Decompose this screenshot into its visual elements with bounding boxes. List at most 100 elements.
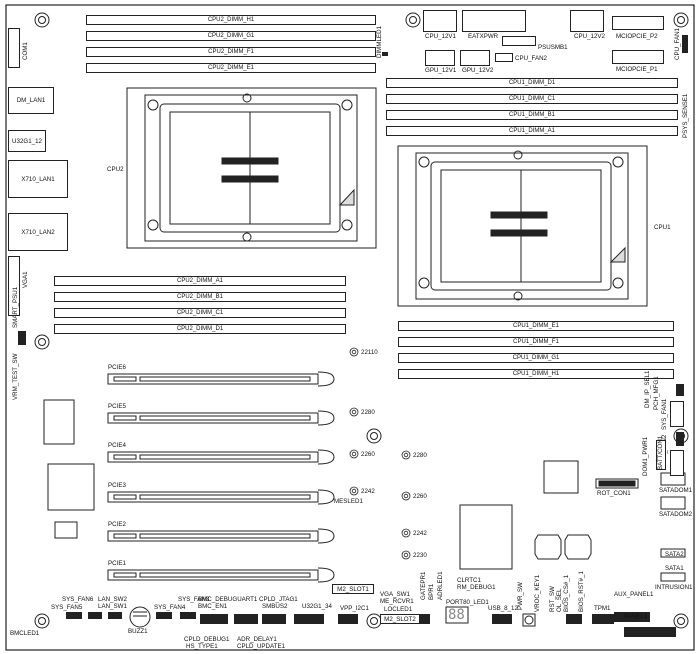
pin-headers xyxy=(18,35,688,637)
standoff-label-2280-b: 2280 xyxy=(413,452,427,459)
vga-port-label: VGA1 xyxy=(22,271,29,288)
bios-rst-label: BIOS_RST#_1 xyxy=(578,571,585,612)
lan-sw1-label: LAN_SW1 xyxy=(98,603,127,610)
rot-con-label: ROT_CON1 xyxy=(597,490,631,497)
dimm-slot-cpu1-f1: CPU1_DIMM_F1 xyxy=(398,337,674,347)
battery-label: BATT/CON1 xyxy=(657,435,664,470)
hs-type-label: HS_TYPE1 xyxy=(186,643,218,650)
cpld-update-label: CPLD_UPDATE1 xyxy=(237,643,286,650)
dimm-slot-cpu2-c1: CPU2_DIMM_C1 xyxy=(54,308,346,318)
bmc-debuguart-label: BMC_DEBUGUART1 xyxy=(198,596,258,603)
dom1-pwr-label: DOM1_PWR1 xyxy=(642,436,649,476)
dimm-slot-cpu2-d1: CPU2_DIMM_D1 xyxy=(54,324,346,334)
standoff-label-2242-a: 2242 xyxy=(361,488,375,495)
vga-sw-label: VGA_SW1 xyxy=(380,591,410,598)
sata2-label: SATA2 xyxy=(665,551,684,558)
dimm-slot-cpu2-b1: CPU2_DIMM_B1 xyxy=(54,292,346,302)
locled-label: LOCLED1 xyxy=(384,606,413,613)
dimm-slot-cpu2-g1: CPU2_DIMM_G1 xyxy=(86,31,376,41)
cpu-12v1-label: CPU_12V1 xyxy=(425,33,456,40)
gpu-12v1-label: GPU_12V1 xyxy=(425,67,457,74)
dimm-led-label: DIMMLED1 xyxy=(376,26,383,58)
mesled-label: MESLED1 xyxy=(334,498,363,505)
sata-connectors xyxy=(595,472,686,582)
ol-sel-label: OL_SEL xyxy=(556,588,563,612)
dimm-slot-cpu1-d1: CPU1_DIMM_D1 xyxy=(386,78,678,88)
rm-debug-label: RM_DEBUG1 xyxy=(457,584,496,591)
pcie5-label: PCIE5 xyxy=(108,403,126,410)
tpm-label: TPM1 xyxy=(594,605,611,612)
intrusion-label: INTRUSION1 xyxy=(655,584,693,591)
port80-display: 88 xyxy=(448,607,465,623)
aux-panel-label: AUX_PANEL1 xyxy=(614,591,654,598)
eatx-power-label: EATXPWR xyxy=(468,33,499,40)
psys-sense-label: PSYS_SENSE1 xyxy=(682,93,689,138)
port80-display-frame xyxy=(445,606,469,624)
usb-8-12-label: USB_8_12 xyxy=(488,605,518,612)
smart-psu-label: SMART_PSU1 xyxy=(12,286,19,328)
pcie6-label: PCIE6 xyxy=(108,364,126,371)
sata1-label: SATA1 xyxy=(665,565,684,572)
mcio-pcie-p1-label: MCIOPCIE_P1 xyxy=(616,66,658,73)
dimm-slot-cpu2-e1: CPU2_DIMM_E1 xyxy=(86,63,376,73)
pcie3-label: PCIE3 xyxy=(108,482,126,489)
psusmb-label: PSUSMB1 xyxy=(538,44,568,51)
satadom1-label: SATADOM1 xyxy=(659,487,693,494)
pcie1-label: PCIE1 xyxy=(108,560,126,567)
m2-standoffs xyxy=(349,347,411,560)
gpu-12v2-connector xyxy=(460,50,490,66)
mcio-pcie-p2-connector xyxy=(612,16,664,30)
dimm-slot-cpu2-f1: CPU2_DIMM_F1 xyxy=(86,47,376,57)
bios-cs-label: BIOS_CS#_1 xyxy=(563,574,570,612)
bpr-label: BPR1 xyxy=(428,583,435,600)
adr-delay-label: ADR_DELAY1 xyxy=(237,636,277,643)
cpu-fan2-label: CPU_FAN2 xyxy=(515,55,547,62)
power-switch-label: PWR_SW xyxy=(517,582,524,610)
m2-slot2-connector: M2_SLOT2 xyxy=(380,614,420,624)
x710-lan2-port: X710_LAN2 xyxy=(8,213,68,251)
power-button-circle xyxy=(524,615,534,625)
dm-ip-sel-label: DM_IP_SEL1 xyxy=(644,370,651,409)
bmc-en-label: BMC_EN1 xyxy=(198,603,228,610)
cpu-12v1-connector xyxy=(423,10,457,32)
dimm-slot-cpu2-a1: CPU2_DIMM_A1 xyxy=(54,276,346,286)
dimm-slot-cpu2-h1: CPU2_DIMM_H1 xyxy=(86,15,376,25)
cpu-fan1-label: CPU_FAN1 xyxy=(674,28,681,60)
adrled-label: ADRLED1 xyxy=(437,571,444,600)
gpu-12v1-connector xyxy=(425,50,455,66)
cpu1-socket xyxy=(397,145,648,307)
standoff-label-22110: 22110 xyxy=(361,349,378,356)
gatepr-label: GATEPR1 xyxy=(420,571,427,600)
pcie2-label: PCIE2 xyxy=(108,521,126,528)
pch-mfg-label: PCH_MFG1 xyxy=(653,376,660,410)
dimm-slot-cpu1-h1: CPU1_DIMM_H1 xyxy=(398,369,674,379)
gpu-12v2-label: GPU_12V2 xyxy=(462,67,494,74)
reset-switch-label: RST_SW xyxy=(549,586,556,612)
mcio-pcie-p2-label: MCIOPCIE_P2 xyxy=(616,33,658,40)
com-port xyxy=(8,28,20,68)
bmcled-label: BMCLED1 xyxy=(10,630,40,637)
eatx-power-connector xyxy=(462,10,526,32)
com-port-label: COM1 xyxy=(22,42,29,60)
dm-lan-port: DM_LAN1 xyxy=(8,87,54,114)
pcie4-label: PCIE4 xyxy=(108,442,126,449)
sys-fan2-connector xyxy=(670,450,684,476)
cpld-debug-label: CPLD_DEBUG1 xyxy=(184,636,230,643)
satadom2-label: SATADOM2 xyxy=(659,511,693,518)
sys-fan1-connector xyxy=(670,401,684,427)
cpu-fan2-connector xyxy=(495,53,513,62)
me-rcvr-label: ME_RCVR1 xyxy=(380,598,414,605)
sys-fan4-label: SYS_FAN4 xyxy=(154,604,186,611)
standoff-label-2242-b: 2242 xyxy=(413,530,427,537)
standoff-label-2260-b: 2260 xyxy=(413,493,427,500)
sys-fan3-label: SYS_FAN3 xyxy=(178,596,210,603)
dimm-slot-cpu1-e1: CPU1_DIMM_E1 xyxy=(398,321,674,331)
cpu-12v2-connector xyxy=(570,10,604,32)
standoff-label-2230: 2230 xyxy=(413,552,427,559)
vpp-i2c-label: VPP_I2C1 xyxy=(340,605,369,612)
panel-label: PANEL1 xyxy=(624,613,648,620)
lan-sw2-label: LAN_SW2 xyxy=(98,596,127,603)
x710-lan1-port: X710_LAN1 xyxy=(8,160,68,198)
port80-label: PORT80_LED1 xyxy=(446,599,489,606)
